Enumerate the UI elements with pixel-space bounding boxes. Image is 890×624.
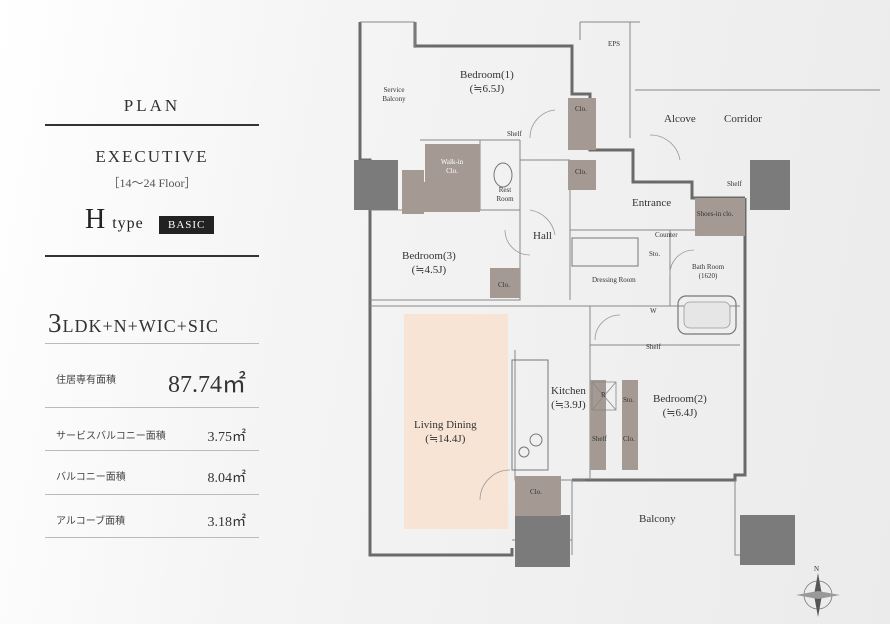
bathtub <box>677 295 737 335</box>
dressing-room-label: Dressing Room <box>592 276 636 284</box>
shelf-label: Shelf <box>646 343 661 351</box>
spec-label: 住居専有面積 <box>56 375 116 386</box>
living-dining-label: Living Dining(≒14.4J) <box>414 419 477 446</box>
info-panel: PLAN EXECUTIVE ［14～24 Floor］ H type BASI… <box>0 0 300 624</box>
spec-divider <box>45 407 259 408</box>
shelf-label: Shelf <box>727 180 742 188</box>
closet-label: Clo. <box>575 168 587 176</box>
spec-divider <box>45 343 259 344</box>
spec-value: 8.04㎡ <box>207 471 247 486</box>
alcove-label: Alcove <box>664 113 696 125</box>
shelf-label: Shelf <box>507 130 522 138</box>
stove-burner <box>529 433 543 447</box>
structural-pillars <box>354 160 795 567</box>
shoes-closet-label: Shoes-in clo. <box>696 210 734 218</box>
ldk-highlight <box>404 314 508 529</box>
divider-bottom <box>45 255 259 257</box>
eps-label: EPS <box>608 40 621 48</box>
plan-heading: PLAN <box>123 96 181 115</box>
hall-label: Hall <box>533 230 552 242</box>
corridor-label: Corridor <box>724 113 762 125</box>
toilet <box>493 162 513 188</box>
closet-label: Clo. <box>498 281 510 289</box>
bedroom3-label: Bedroom(3)(≒4.5J) <box>402 250 456 277</box>
bedroom2-label: Bedroom(2)(≒6.4J) <box>653 393 707 420</box>
spec-divider <box>45 494 259 495</box>
storage-units <box>402 98 745 516</box>
compass-north-label: N <box>814 565 820 573</box>
spec-value: 3.18㎡ <box>207 515 247 530</box>
storage-label: Sto. <box>649 250 661 258</box>
compass-icon <box>796 573 840 617</box>
kitchen-counter <box>511 359 549 471</box>
bathtub-basin <box>683 301 731 329</box>
layout-label: 3LDK+N+WIC+SIC <box>48 308 219 338</box>
spec-label: サービスバルコニー面積 <box>56 431 166 442</box>
floor-plan-drawing <box>354 21 880 617</box>
balcony-label: Balcony <box>639 513 676 525</box>
service-balcony-label: Service Balcony <box>382 86 406 104</box>
series-name: EXECUTIVE <box>95 147 209 166</box>
floor-plan: EPS Bedroom(1)(≒6.5J) Service Balcony Al… <box>340 10 885 624</box>
divider-top <box>45 124 259 126</box>
type-name: H type <box>85 204 144 235</box>
vanity-counter <box>571 237 639 267</box>
interior-walls <box>360 21 880 556</box>
bathroom-label: Bath Room(1620) <box>691 263 725 281</box>
washer-label: W <box>650 307 657 315</box>
closet-label: Clo. <box>575 105 587 113</box>
refrigerator-label: R <box>601 391 606 399</box>
closet-label: Clo. <box>623 435 635 443</box>
stove-burner <box>518 446 530 458</box>
spec-label: アルコーブ面積 <box>56 516 126 527</box>
closet-label: Clo. <box>530 488 542 496</box>
counter-label: Counter <box>655 231 678 239</box>
shelf-label: Shelf <box>592 435 607 443</box>
spec-divider <box>45 450 259 451</box>
kitchen-label: Kitchen(≒3.9J) <box>551 385 586 412</box>
spec-value: 3.75㎡ <box>207 430 247 445</box>
refrigerator-mark <box>591 381 617 411</box>
entrance-label: Entrance <box>632 197 672 209</box>
spec-divider <box>45 537 259 538</box>
door-swings <box>479 109 695 501</box>
floor-range: ［14～24 Floor］ <box>107 176 197 190</box>
restroom-label: Rest Room <box>496 186 514 204</box>
storage-label: Sto. <box>623 396 635 404</box>
type-badge: BASIC <box>159 216 215 234</box>
walkin-label: Walk-in Clo. <box>440 158 464 176</box>
spec-value: 87.74㎡ <box>168 372 246 398</box>
spec-label: バルコニー面積 <box>56 472 126 483</box>
bedroom1-label: Bedroom(1)(≒6.5J) <box>460 69 514 96</box>
